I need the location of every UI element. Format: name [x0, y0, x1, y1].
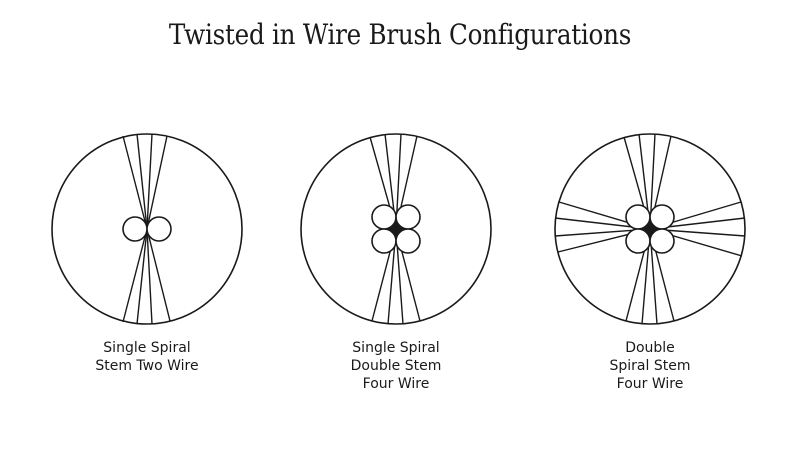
config-four-wire-single	[300, 133, 492, 325]
wire-circle	[395, 228, 421, 254]
wire-circle	[371, 228, 397, 254]
fiber-group-bottom	[122, 228, 171, 325]
wire-circle	[649, 228, 675, 254]
wire-circle	[625, 228, 651, 254]
outer-brush-circle	[300, 133, 492, 325]
caption-line: Single Spiral	[352, 340, 440, 356]
wire-circle	[122, 216, 148, 242]
wire-circle	[395, 204, 421, 230]
wire-circle	[146, 216, 172, 242]
caption-line: Single Spiral	[103, 340, 191, 356]
config-four-wire-double	[554, 133, 746, 325]
caption-four-wire-double: Double Spiral Stem Four Wire	[550, 339, 750, 393]
caption-line: Four Wire	[362, 376, 430, 392]
config-two-wire	[51, 133, 243, 325]
caption-line: Spiral Stem	[609, 358, 691, 374]
caption-two-wire: Single Spiral Stem Two Wire	[47, 339, 247, 375]
caption-line: Stem Two Wire	[95, 358, 199, 374]
wire-circle	[649, 204, 675, 230]
outer-brush-circle	[51, 133, 243, 325]
caption-line: Double Stem	[350, 358, 442, 374]
wire-circle	[371, 204, 397, 230]
fiber-group-top	[122, 133, 168, 230]
caption-line: Four Wire	[616, 376, 684, 392]
outer-brush-circle	[554, 133, 746, 325]
wire-circle	[625, 204, 651, 230]
caption-line: Double	[625, 340, 675, 356]
page-title: Twisted in Wire Brush Configurations	[168, 18, 632, 51]
caption-four-wire-single: Single Spiral Double Stem Four Wire	[296, 339, 496, 393]
